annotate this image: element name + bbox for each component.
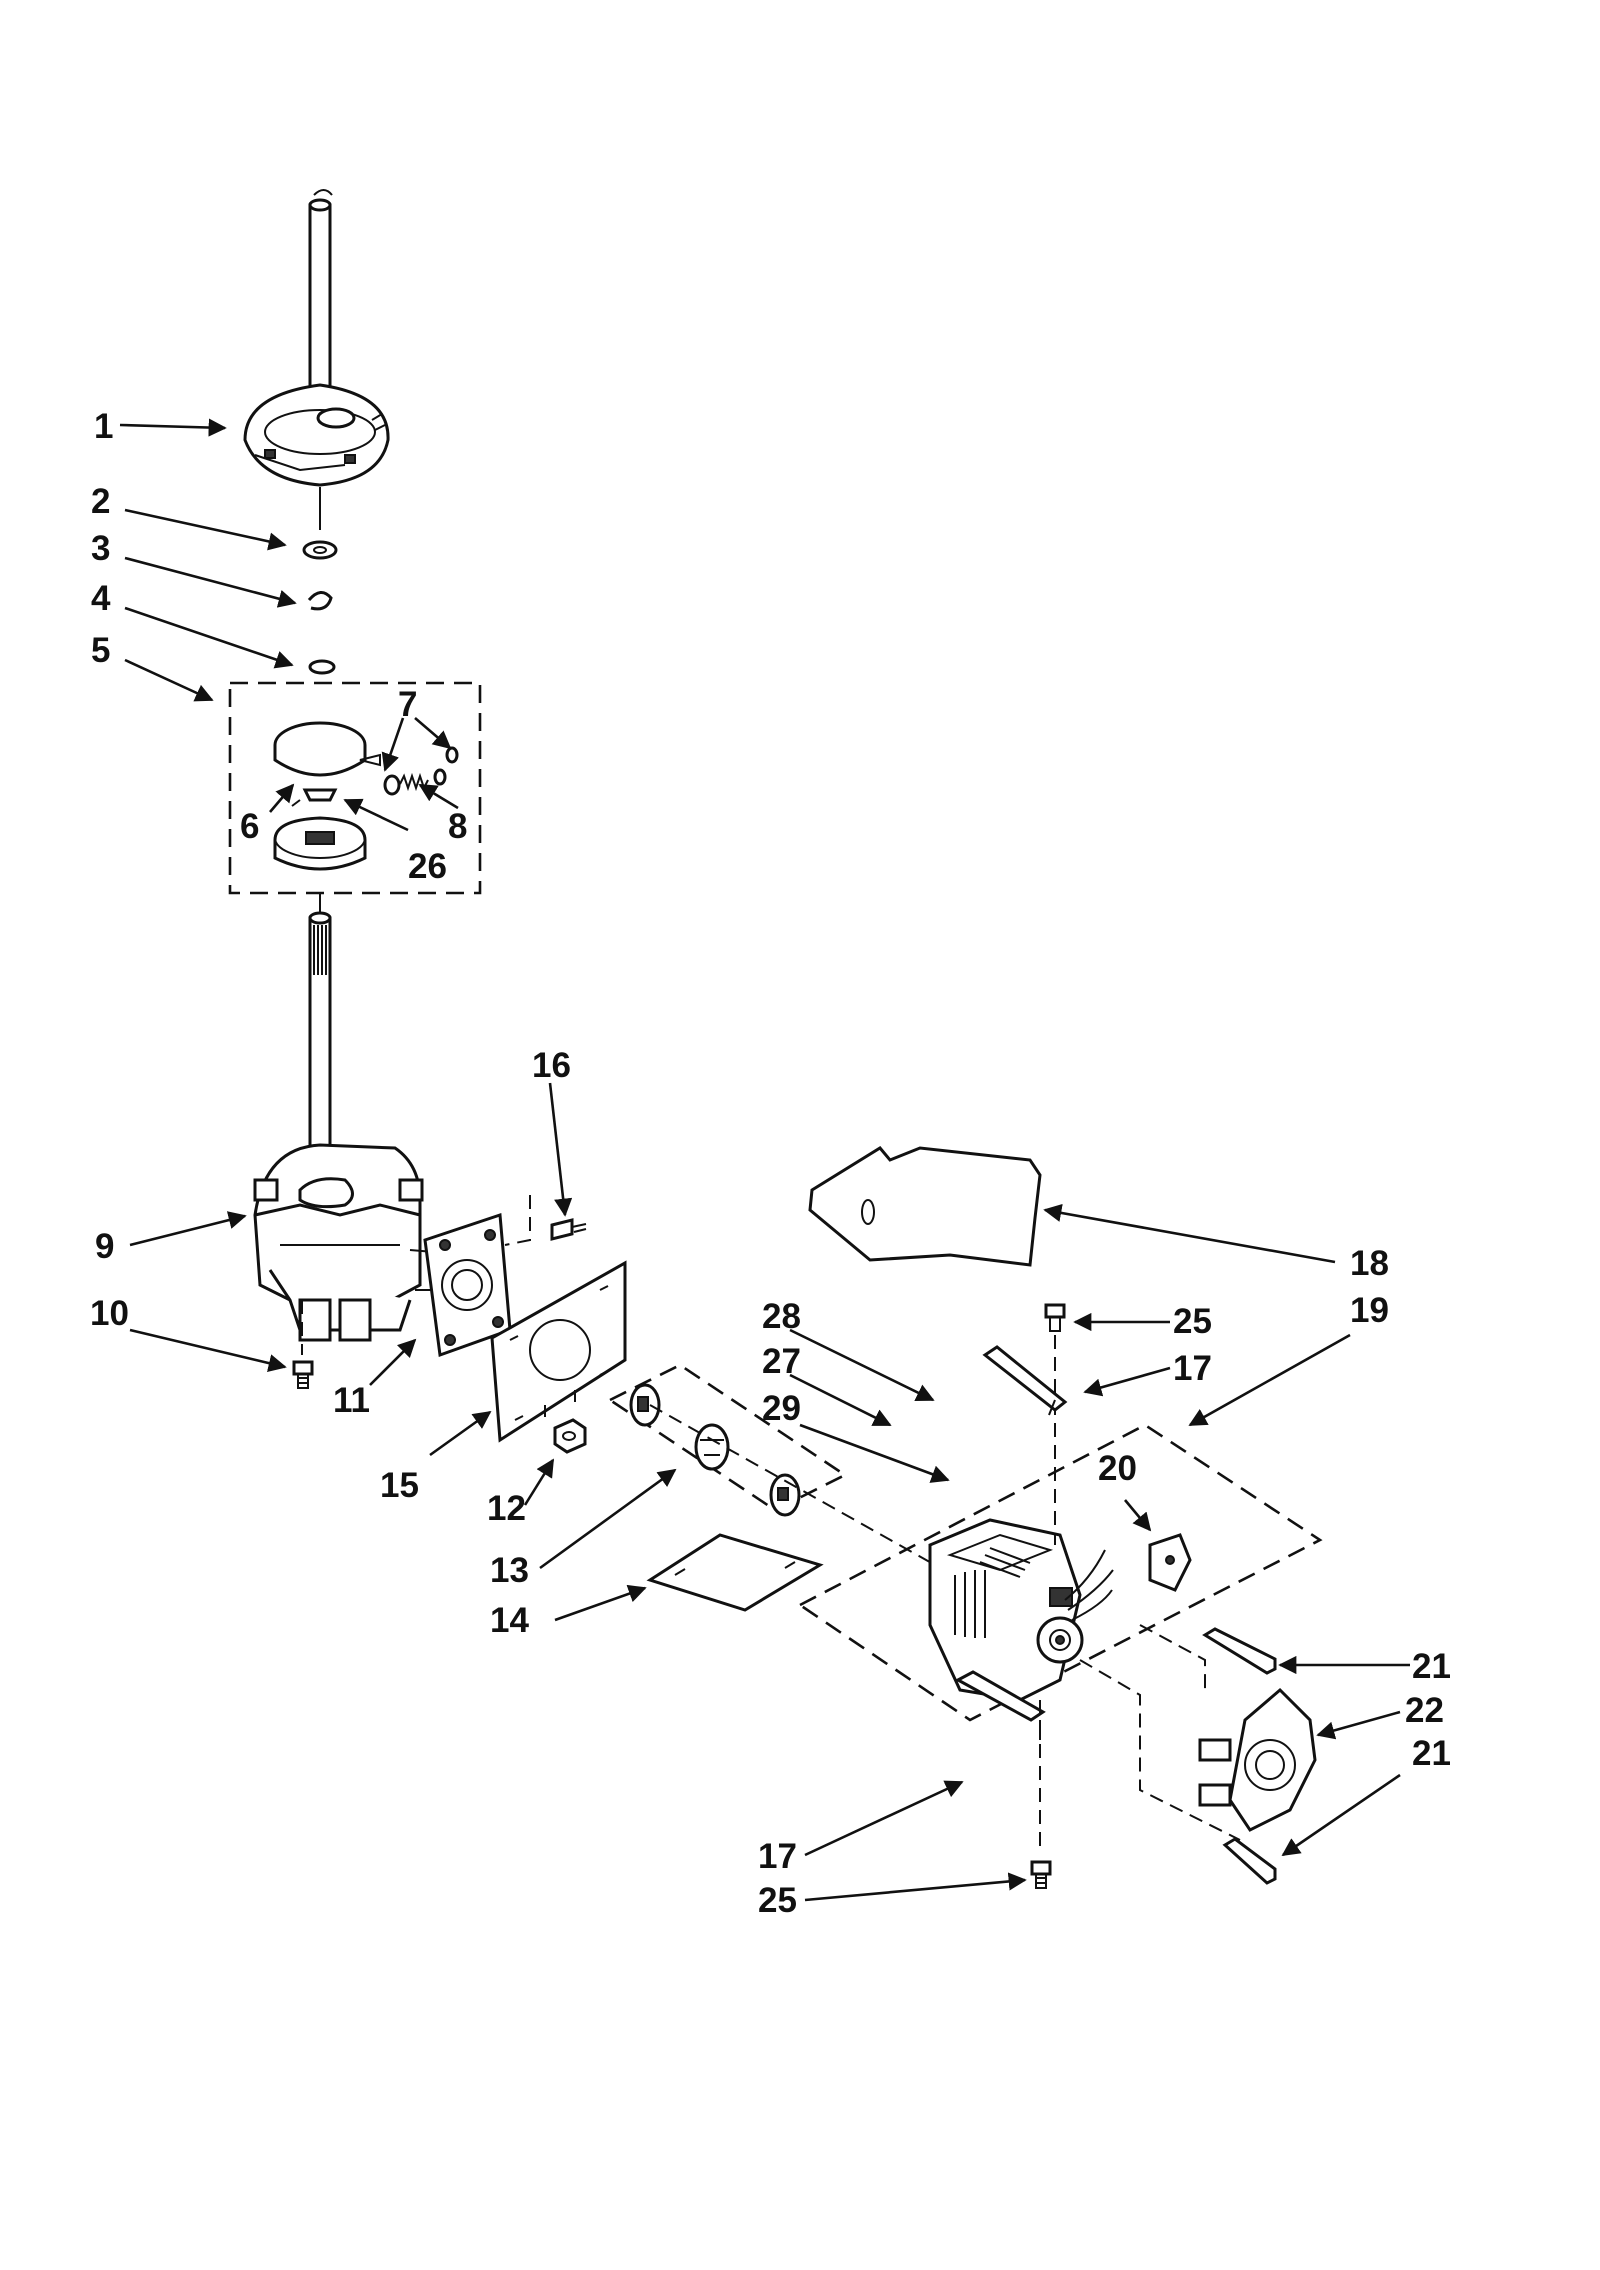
callout-20: 20: [1098, 1449, 1137, 1488]
motor-cover-part: [808, 1146, 1042, 1267]
callout-21-lower: 21: [1412, 1734, 1451, 1773]
callout-17-top: 17: [1173, 1349, 1212, 1388]
callout-8: 8: [448, 807, 467, 846]
clutch-hub-part: [273, 788, 367, 871]
callout-1: 1: [94, 407, 113, 446]
clip21-upper-part: [1202, 1627, 1277, 1675]
gearcase-assembly: [253, 1143, 471, 1342]
drive-motor-part: [928, 1518, 1084, 1702]
clutch-band-part: [273, 721, 381, 777]
callout-7: 7: [398, 685, 417, 724]
callout-6: 6: [240, 807, 259, 846]
snap-ring-part: [308, 659, 336, 675]
callout-9: 9: [95, 1227, 114, 1266]
callout-27: 27: [762, 1342, 801, 1381]
bracket-guide: [1079, 1659, 1241, 1841]
callout-13: 13: [490, 1551, 529, 1590]
callout-25-bottom: 25: [758, 1881, 797, 1920]
coupling-kit-box: [607, 1363, 848, 1512]
leader-lines: [119, 418, 1410, 1902]
gasket-part: [490, 1260, 627, 1443]
callout-22: 22: [1405, 1691, 1444, 1730]
drive-shaft-lower: [308, 911, 332, 1177]
callout-14: 14: [490, 1601, 529, 1640]
callout-15: 15: [380, 1466, 419, 1505]
screw16-part: [550, 1218, 587, 1241]
switch-part: [1148, 1533, 1192, 1592]
screw-part: [292, 1360, 314, 1389]
callout-5: 5: [91, 631, 110, 670]
clip21-guide: [1139, 1624, 1206, 1690]
screw16-guide: [504, 1195, 531, 1246]
callout-labels: 1 2 3 4 5 7 6 8 26 16 9 10 11 15 12 13 1…: [90, 407, 1451, 1920]
end-bracket-part: [1198, 1687, 1317, 1832]
callout-28: 28: [762, 1297, 801, 1336]
callout-12: 12: [487, 1489, 526, 1528]
callout-11: 11: [333, 1381, 370, 1420]
callout-26: 26: [408, 847, 447, 886]
nut-part: [553, 1418, 587, 1454]
coupling-part-b: [694, 1423, 730, 1471]
callout-29: 29: [762, 1389, 801, 1428]
brake-cam-assembly: [243, 383, 390, 487]
callout-19: 19: [1350, 1291, 1389, 1330]
coupling-part-a: [629, 1383, 661, 1427]
retaining-clip-part: [307, 591, 333, 611]
screw25-bottom-part: [1030, 1860, 1052, 1889]
clutch-kit-box: [228, 681, 482, 895]
screw25-top-part: [1044, 1303, 1066, 1332]
motor-axis-line: [649, 1404, 936, 1566]
callout-3: 3: [91, 529, 110, 568]
callout-17-bottom: 17: [758, 1837, 797, 1876]
mounting-plate-part: [423, 1212, 512, 1358]
washer-part: [302, 540, 338, 560]
callout-18: 18: [1350, 1244, 1389, 1283]
motor-wires: [1064, 1549, 1114, 1621]
callout-4: 4: [91, 579, 111, 618]
callout-2: 2: [91, 482, 110, 521]
motor-kit-box: [797, 1423, 1323, 1722]
callout-10: 10: [90, 1294, 129, 1333]
callout-25-top: 25: [1173, 1302, 1212, 1341]
clip17-top-part: [982, 1345, 1068, 1416]
shield-part: [646, 1533, 824, 1612]
clip21-lower-part: [1222, 1837, 1277, 1885]
callout-21-upper: 21: [1412, 1647, 1451, 1686]
callout-16: 16: [532, 1046, 571, 1085]
spring-part: [383, 746, 459, 796]
